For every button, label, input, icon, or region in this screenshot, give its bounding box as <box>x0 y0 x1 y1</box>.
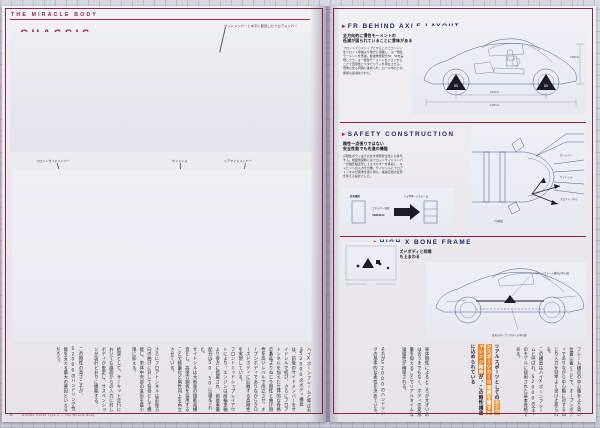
caption-side-sill: サイドシル <box>172 159 188 163</box>
body-column-r3: 車体剛性によるところが大きいのは言うまでもなく、ボディの変形量を抑えることでリア… <box>401 347 429 417</box>
diagram-safety-structure: ロールバー サイドシル フロアトンネル X字構造 <box>470 126 586 228</box>
section-heading-fr-behind-axle: ▸FR BEHIND AXLE LAYOUT <box>342 22 460 30</box>
section-subtitle-2-line-1: 剛性一点張りではない <box>343 141 384 146</box>
inset-small-chart: ​ <box>342 242 400 288</box>
body-column-r4: それがS2000のハンドリングの基本的な素性を決めている。 <box>372 347 385 417</box>
section-subtitle-2-line-2: 安全性能でも先進の機能 <box>343 146 388 152</box>
highlight-plain-before: リアルスポーツとしての <box>494 344 499 401</box>
diagram-label-1: ロールバー <box>560 153 573 157</box>
inset-left-label: 従来構造 <box>349 194 361 198</box>
section-heading-safety-construction: ▸SAFETY CONSTRUCTION <box>342 130 455 138</box>
caption-front-side-member: フロントサイドメンバー <box>36 159 70 163</box>
diagram-label-2: サイドシル <box>560 175 573 179</box>
inset-arrow-label-2: 400kN/m <box>372 213 385 217</box>
caption-rear-side-member: リアサイドメンバー <box>224 159 252 163</box>
inset-comparison-diagram: 従来構造 ハイXボーンフレーム エネルギー吸収 400kN/m <box>349 194 438 224</box>
body-column-l1: ハイXボーンフレームと呼ばれるS2000のボディ構造は、前後のサイドメンバーをサ… <box>268 347 311 413</box>
section-marker-icon-2: ▸ <box>342 131 347 138</box>
body-column-r1: フレーム構造の中心軸をより高い位置に置くことで、オープンボディでありながら中心軸… <box>545 347 581 417</box>
section-subtitle-3-line-1: 車重はクローズドボディと同等 <box>375 249 432 254</box>
inset-energy-absorption: 従来構造 ハイXボーンフレーム エネルギー吸収 400kN/m <box>342 188 454 232</box>
section-divider-2 <box>340 236 586 237</box>
weight-marker-rear: 50 <box>536 74 556 90</box>
chassis-art-background <box>12 169 312 341</box>
diagram-label-3: フロアトンネル <box>560 197 578 201</box>
section-subtitle-1-line-1: 全方向的に慣性モーメントの <box>343 33 397 38</box>
caption-leader-2 <box>180 163 181 174</box>
body-column-l4: サイドシルは大断面の閉断面構造とし、高張力鋼板を採用することで軽量化と剛性向上を… <box>169 347 197 413</box>
hero-callout-label: サイドメンバーと水平に配置したフロアメンバー <box>224 24 298 28</box>
dim-wheelbase: 2400mm <box>490 91 499 94</box>
x-bone-callout-2: 従来のオープンボディの中心軸 <box>492 333 527 337</box>
section-subtitle-1-line-2: 低減が図られていることに意味がある <box>343 38 413 44</box>
section-body-1: フロントミッドシップとすることでエンジンをフロント車軸より後方に搭載し、ヨー慣性… <box>343 46 404 75</box>
body-column-l7: この剛性の高さこそが、S2000のハンドリング性能を支える最大の要因といえるだろ… <box>55 347 83 413</box>
body-column-l3: フロントミッドシップレイアウトにより、エンジンは前輪車軸より後方に搭載され、前後… <box>199 347 235 413</box>
x-bone-sideview: ハイXボーンフレーム構造の中心軸 従来のオープンボディの中心軸 <box>435 268 584 337</box>
hero-photo-roadster <box>10 32 312 152</box>
section-heading-text-1: FR BEHIND AXLE LAYOUT <box>347 23 461 30</box>
body-column-l2: これによりねじり剛性と曲げ剛性を高いレベルで両立させ、オープンボディでありながら… <box>237 347 273 413</box>
safety-frame-diagram: ロールバー サイドシル フロアトンネル X字構造 <box>472 133 585 223</box>
body-column-r2: この構造はハイXボーンフレームと呼ばれ、S2000の全てのモデルに採用された基本… <box>515 347 543 417</box>
page-number: 26 <box>9 413 13 417</box>
section-heading-text-2: SAFETY CONSTRUCTION <box>347 131 455 138</box>
kicker-label: THE MIRACLE BODY <box>11 12 99 18</box>
body-column-l6: 結果として、サーキット走行においても路面からの入力に対しボディが安定し、サスペン… <box>93 347 121 413</box>
diagram-fr-layout: 4135mm 2400mm 1285mm 50 50 <box>412 26 586 114</box>
body-column-l5: さらにフロアトンネルは前後方向の曲げに対して背骨として機能し、車体中央部の変形を… <box>131 347 159 413</box>
x-bone-callout-1: ハイXボーンフレーム構造の中心軸 <box>530 271 569 275</box>
section-subtitle-2: 剛性一点張りではない 安全性能でも先進の機能 <box>343 141 388 151</box>
chassis-topview-illustration <box>12 169 312 341</box>
inset-arrow-label-1: エネルギー吸収 <box>372 206 390 210</box>
left-page: THE MIRACLE BODY CHASSIS 「閉じた」剛構造ともいうべき … <box>2 6 326 422</box>
weight-marker-front: 50 <box>446 74 466 90</box>
highlight-plain-after: が、この剛性構造に込められている <box>470 344 483 416</box>
diagram-high-x-bone: ハイXボーンフレーム構造の中心軸 従来のオープンボディの中心軸 <box>426 262 586 340</box>
dim-height: 1285mm <box>570 56 579 59</box>
weight-front-value: 50 <box>454 83 459 88</box>
section-body-2: 高剛性ボディはそのまま衝突安全性にも寄与する。前面衝突時にはフロントサイドメンバ… <box>343 154 403 179</box>
diagram-label-4: X字構造 <box>494 219 504 223</box>
highlight-caption: リアルスポーツとしてのオープンスポーツカーの常識を覆すチャレンジ精神が、この剛性… <box>468 344 500 420</box>
dim-overall-length: 4135mm <box>490 104 499 107</box>
header-rule <box>10 19 310 20</box>
weight-rear-value: 50 <box>544 83 549 88</box>
inset-right-label: ハイXボーンフレーム <box>404 194 429 198</box>
section-subtitle-1: 全方向的に慣性モーメントの 低減が図られていることに意味がある <box>343 33 412 43</box>
fr-layout-sideview: 4135mm 2400mm 1285mm 50 50 <box>423 38 584 107</box>
section-divider-1 <box>340 122 586 123</box>
hero-background <box>10 32 312 152</box>
right-page: ▸FR BEHIND AXLE LAYOUT 全方向的に慣性モーメントの 低減が… <box>330 6 596 422</box>
section-marker-icon: ▸ <box>342 23 347 30</box>
footer-note: HONDA S2000 Type 2 — The Miracle Body <box>22 413 95 417</box>
inset-node-chart: ​ <box>345 245 397 285</box>
section-heading-text-3: HIGH X BONE FRAME <box>379 239 472 246</box>
